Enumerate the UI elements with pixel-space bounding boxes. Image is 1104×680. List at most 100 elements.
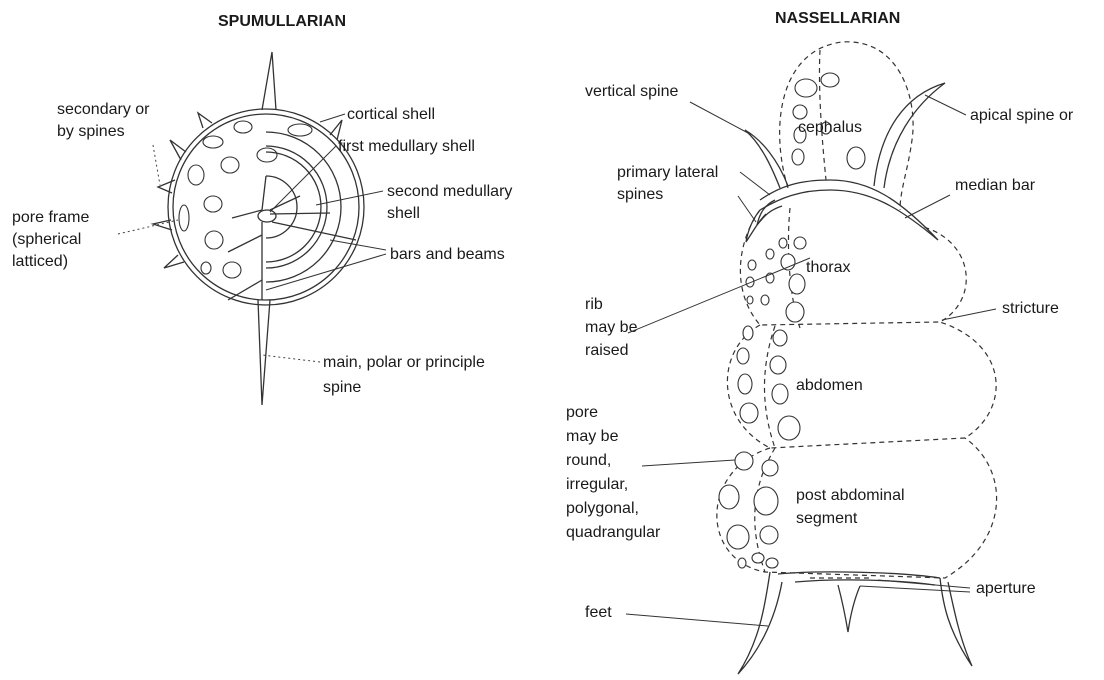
pore [792,149,804,165]
pore [752,553,764,563]
primary-lateral-spines-2 [746,210,766,242]
cortical-shell [168,109,364,305]
secondary-spine [198,113,212,128]
pore [203,136,223,148]
pore [821,73,839,87]
leader-vertical-spine [690,102,748,133]
nassellarian-title: NASSELLARIAN [775,10,900,27]
pore [762,460,778,476]
main-polar-spine [258,300,270,405]
first-medullary-shell [266,176,297,238]
nassellarian-figure: NASSELLARIAN [566,10,1074,674]
pore [795,79,817,97]
pore [740,403,758,423]
label-pore-line3: round, [566,452,611,469]
leader-median-bar [905,195,950,218]
pore [738,374,752,394]
pore [234,121,252,133]
label-pore-line1: pore [566,404,598,421]
aperture-rim-inner [795,580,935,585]
label-pore-line6: quadrangular [566,524,661,541]
pore [727,525,749,549]
pore [735,452,753,470]
leader-feet [626,614,768,626]
label-median-bar: median bar [955,177,1036,194]
leader-secondary-spines [153,145,160,185]
leader-aperture-1 [878,580,970,588]
pore [288,124,312,136]
label-rib-line2: may be [585,319,638,336]
pore [223,262,241,278]
label-thorax: thorax [806,259,850,276]
label-second-medullary-line1: second medullary [387,183,512,200]
label-rib-line1: rib [585,296,603,313]
pore [772,384,788,404]
pore [766,249,774,259]
pore [737,348,749,364]
pore [779,238,787,248]
label-secondary-spines-line1: secondary or [57,101,150,118]
pore [770,356,786,374]
primary-lateral-spines [757,200,782,225]
cortical-shell-inner [173,114,359,300]
leader-primary-lateral-2 [738,196,756,222]
leader-rib [628,258,810,333]
aperture-rim [778,572,940,578]
pore [847,147,865,169]
leader-apical-spine [925,95,966,115]
cephalus-inner-line [819,50,826,180]
label-secondary-spines-line2: by spines [57,123,125,140]
median-bar [760,180,938,240]
pore [793,105,807,119]
label-cortical-shell: cortical shell [347,106,435,123]
pore [738,558,746,568]
label-apical-spine: apical spine or [970,107,1074,124]
label-pore-frame-line1: pore frame [12,209,89,226]
pore [257,148,277,162]
label-pore-line4: irregular, [566,476,628,493]
label-main-spine-line2: spine [323,379,361,396]
secondary-spine [158,180,175,193]
pore [201,262,211,274]
thorax-outline [740,210,966,325]
pore [205,231,223,249]
label-stricture: stricture [1002,300,1059,317]
pore [748,260,756,270]
pore [778,416,800,440]
pore [794,237,806,249]
pore [204,196,222,212]
leader-main-spine [262,355,320,362]
label-pore-line2: may be [566,428,619,445]
pore [743,326,753,340]
pore [188,165,204,185]
left-foot [738,572,782,674]
leader-primary-lateral-1 [740,172,770,195]
central-foot [838,585,860,632]
label-feet: feet [585,604,612,621]
label-pore-frame-line3: latticed) [12,253,68,270]
pore [747,296,753,304]
abdomen-inner-line [764,326,775,448]
pore [761,295,769,305]
secondary-spine [330,120,342,140]
label-main-spine-line1: main, polar or principle [323,354,485,371]
label-post-abdominal-line2: segment [796,510,858,527]
pore [789,274,805,294]
label-pore-line5: polygonal, [566,500,639,517]
label-rib-line3: raised [585,342,629,359]
label-primary-lateral-line2: spines [617,186,663,203]
label-pore-frame-line2: (spherical [12,231,81,248]
pore [786,302,804,322]
pore [179,205,189,231]
pore [773,330,787,346]
central-medullary-core [258,210,276,222]
leader-pore [642,460,735,466]
spumullarian-title: SPUMULLARIAN [218,13,346,30]
label-bars-and-beams: bars and beams [390,246,505,263]
pore [760,526,778,544]
secondary-spine [170,140,186,160]
label-abdomen: abdomen [796,377,863,394]
pore [754,487,778,515]
label-aperture: aperture [976,580,1036,597]
